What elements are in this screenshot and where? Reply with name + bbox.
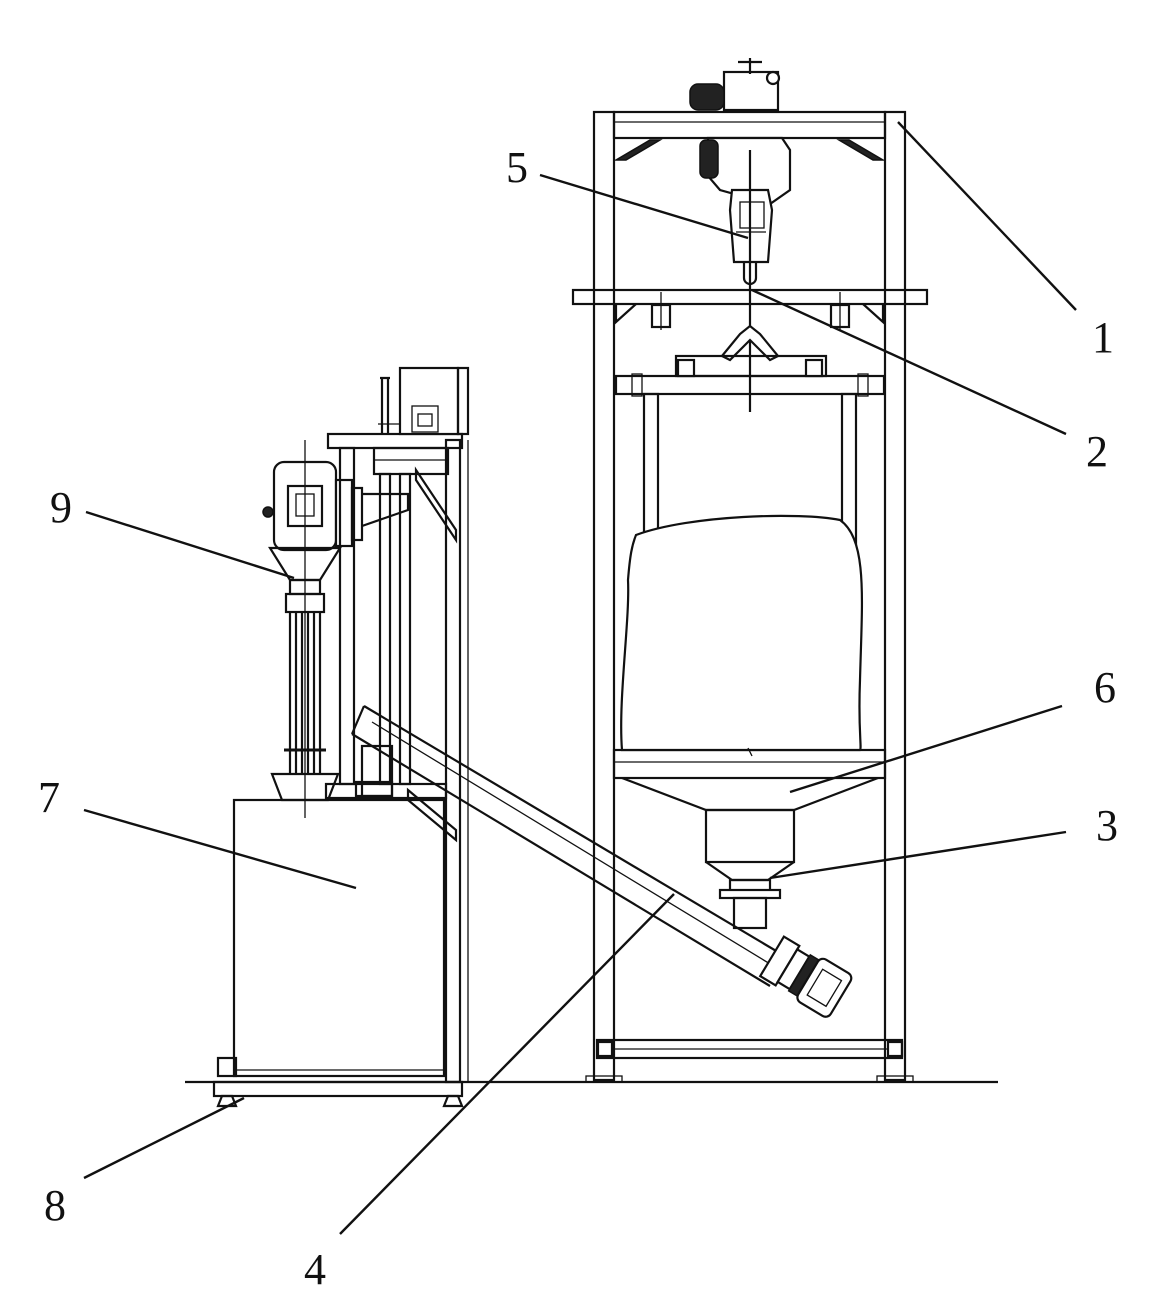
label-4: 4 — [304, 1245, 326, 1294]
valve — [718, 878, 782, 930]
bulk-bag — [620, 514, 864, 752]
hoist — [689, 58, 792, 412]
tank — [216, 772, 448, 1078]
label-9: 9 — [50, 483, 72, 532]
leader-lines — [83, 121, 1077, 1235]
label-5: 5 — [506, 143, 528, 192]
top-gearbox — [378, 366, 470, 436]
label-7: 7 — [38, 773, 60, 822]
mixer-motor — [262, 440, 410, 818]
label-3: 3 — [1096, 801, 1118, 850]
lifting-frame — [614, 292, 886, 560]
label-2: 2 — [1086, 427, 1108, 476]
vertical-shafts — [284, 446, 412, 798]
label-6: 6 — [1094, 663, 1116, 712]
screw-conveyor — [350, 705, 853, 1018]
label-8: 8 — [44, 1181, 66, 1230]
base — [212, 1080, 464, 1108]
discharge-hopper — [621, 776, 879, 882]
label-1: 1 — [1092, 313, 1114, 362]
